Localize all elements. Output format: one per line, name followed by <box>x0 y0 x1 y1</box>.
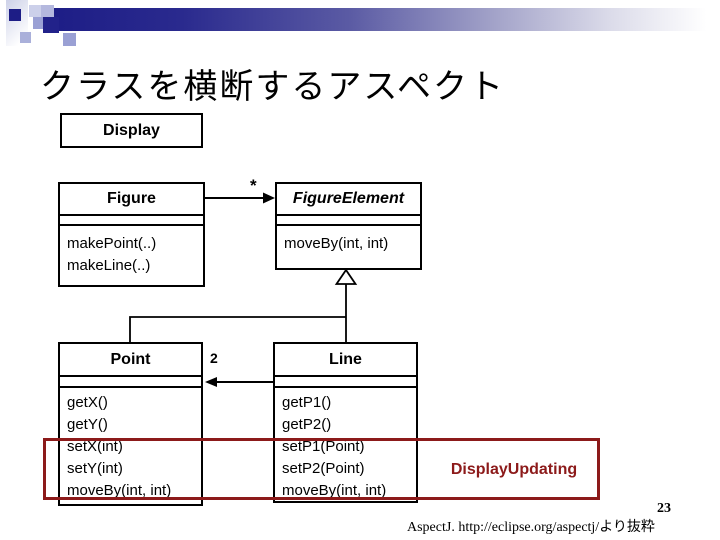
class-name: Point <box>60 344 201 377</box>
generalization-branch <box>129 316 346 342</box>
method: setP1(Point) <box>282 438 365 455</box>
decor-square <box>9 9 21 21</box>
class-box-figure: Figure makePoint(..) makeLine(..) <box>58 182 205 287</box>
decor-square <box>20 32 31 43</box>
method: moveBy(int, int) <box>284 235 389 252</box>
method: moveBy(int, int) <box>67 482 172 499</box>
method: setY(int) <box>67 460 123 477</box>
method: getX() <box>67 394 108 411</box>
class-box-figure-element: FigureElement moveBy(int, int) <box>275 182 422 270</box>
method: moveBy(int, int) <box>282 482 387 499</box>
slide-title: クラスを横断するアスペクト <box>40 68 505 106</box>
decor-square <box>43 17 59 33</box>
multiplicity-two-label: 2 <box>210 350 218 366</box>
class-box-line: Line getP1() getP2() setP1(Point) setP2(… <box>273 342 418 503</box>
page-number: 23 <box>657 501 671 516</box>
attributes-compartment <box>275 377 416 388</box>
method: setP2(Point) <box>282 460 365 477</box>
decor-square <box>63 33 76 46</box>
method: makePoint(..) <box>67 235 157 252</box>
class-box-display: Display <box>60 113 203 148</box>
class-name: Line <box>275 344 416 377</box>
attributes-compartment <box>60 216 203 226</box>
association-arrowhead <box>263 192 275 204</box>
aspect-boundary-box <box>43 438 600 500</box>
line-point-arrowhead <box>205 377 217 387</box>
method: makeLine(..) <box>67 257 151 274</box>
decor-square <box>33 17 46 29</box>
attributes-compartment <box>60 377 201 388</box>
method: setX(int) <box>67 438 123 455</box>
methods-compartment: makePoint(..) makeLine(..) <box>60 226 203 277</box>
decor-square <box>41 5 54 18</box>
method: getP1() <box>282 394 332 411</box>
class-box-point: Point getX() getY() setX(int) setY(int) … <box>58 342 203 506</box>
attributes-compartment <box>277 216 420 226</box>
class-name: Display <box>103 121 160 139</box>
methods-compartment: moveBy(int, int) <box>277 226 420 255</box>
methods-compartment: getX() getY() setX(int) setY(int) moveBy… <box>60 388 201 502</box>
class-name: Figure <box>60 184 203 216</box>
decor-square <box>29 5 41 17</box>
source-citation: AspectJ. http://eclipse.org/aspectj/より抜粋 <box>407 520 655 535</box>
methods-compartment: getP1() getP2() setP1(Point) setP2(Point… <box>275 388 416 502</box>
aspect-name-label: DisplayUpdating <box>450 461 578 478</box>
decor-gradient-bar <box>48 8 720 31</box>
class-name: FigureElement <box>277 184 420 216</box>
multiplicity-star-label: * <box>250 176 257 195</box>
generalization-triangle <box>334 268 358 285</box>
method: getP2() <box>282 416 332 433</box>
method: getY() <box>67 416 108 433</box>
